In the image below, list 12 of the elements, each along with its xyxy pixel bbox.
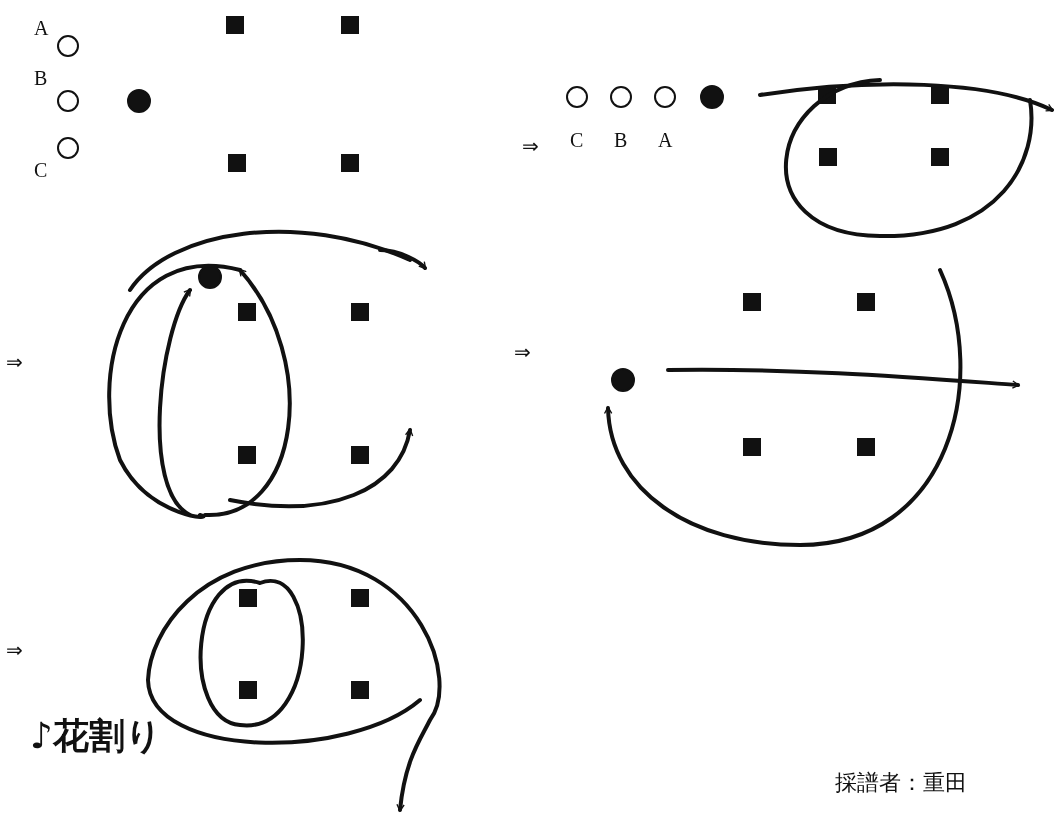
dancer-letter: B [614,130,628,150]
dancer-letter: C [570,130,584,150]
dancer-letter: A [658,130,673,150]
next-arrow-symbol: ⇒ [522,136,539,156]
transcriber-credit: 採譜者：重田 [835,772,967,794]
dancer-letter: B [34,68,48,88]
dancer-letter: C [34,160,48,180]
next-arrow-symbol: ⇒ [6,352,23,372]
next-arrow-symbol: ⇒ [514,342,531,362]
next-arrow-symbol: ⇒ [6,640,23,660]
dance-title: ♪花割り [30,718,162,754]
dancer-letter: A [34,18,49,38]
